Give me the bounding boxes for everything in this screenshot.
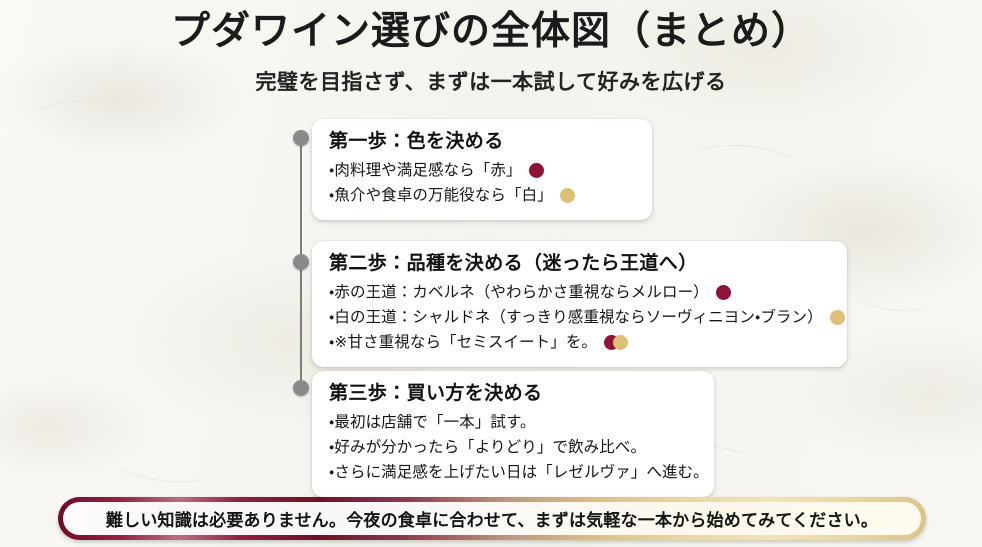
timeline-rail (292, 130, 310, 398)
step-2-bullet-2: ・白の王道：シャルドネ（すっきり感重視ならソーヴィニヨン・ブラン） (329, 305, 845, 330)
step-1-bullet-2: ・魚介や食卓の万能役なら「白」 (329, 183, 635, 208)
bullet-text: ・白の王道：シャルドネ（すっきり感重視ならソーヴィニヨン・ブラン） (329, 308, 823, 326)
white-wine-swatch-icon (559, 187, 575, 203)
step-3-heading: 第三歩：買い方を決める (329, 383, 543, 404)
step-3-bullet-1: ・最初は店舗で「一本」試す。 (329, 410, 697, 435)
timeline-dot-step-2 (293, 254, 309, 270)
red-wine-swatch-icon (528, 162, 544, 178)
red-wine-swatch-icon (715, 284, 731, 300)
step-3-bullet-list: ・最初は店舗で「一本」試す。・好みが分かったら「よりどり」で飲み比べ。・さらに満… (329, 410, 709, 485)
bullet-text: ・好みが分かったら「よりどり」で飲み比べ。 (329, 438, 647, 456)
wine-swatch-pair (604, 334, 629, 350)
step-card-3: 第三歩：買い方を決める ・最初は店舗で「一本」試す。・好みが分かったら「よりどり… (312, 371, 714, 497)
bullet-text: ・※甘さ重視なら「セミスイート」を。 (329, 333, 598, 351)
step-card-2: 第二歩：品種を決める（迷ったら王道へ） ・赤の王道：カベルネ（やわらかさ重視なら… (312, 241, 847, 367)
bottom-banner-inner: 難しい知識は必要ありません。今夜の食卓に合わせて、まずは気軽な一本から始めてみて… (63, 502, 921, 535)
timeline-dot-step-1 (293, 130, 309, 146)
timeline-dot-step-3 (293, 380, 309, 396)
bullet-text: ・さらに満足感を上げたい日は「レゼルヴァ」へ進む。 (329, 463, 709, 481)
step-2-heading: 第二歩：品種を決める（迷ったら王道へ） (329, 253, 698, 274)
bullet-text: ・肉料理や満足感なら「赤」 (329, 161, 522, 179)
bottom-banner: 難しい知識は必要ありません。今夜の食卓に合わせて、まずは気軽な一本から始めてみて… (58, 497, 926, 540)
bullet-text: ・赤の王道：カベルネ（やわらかさ重視ならメルロー） (329, 283, 709, 301)
white-wine-swatch-icon (613, 334, 629, 350)
bullet-text: ・魚介や食卓の万能役なら「白」 (329, 186, 553, 204)
step-2-bullet-list: ・赤の王道：カベルネ（やわらかさ重視ならメルロー） ・白の王道：シャルドネ（すっき… (329, 280, 845, 355)
step-card-1: 第一歩：色を決める ・肉料理や満足感なら「赤」・魚介や食卓の万能役なら「白」 (312, 119, 652, 220)
step-1-bullet-1: ・肉料理や満足感なら「赤」 (329, 158, 635, 183)
step-1-bullet-list: ・肉料理や満足感なら「赤」・魚介や食卓の万能役なら「白」 (329, 158, 635, 208)
step-3-bullet-3: ・さらに満足感を上げたい日は「レゼルヴァ」へ進む。 (329, 460, 709, 485)
white-wine-swatch-icon (829, 309, 845, 325)
page-title: プダワイン選びの全体図（まとめ） (170, 10, 811, 53)
step-1-heading: 第一歩：色を決める (329, 131, 504, 152)
step-2-bullet-1: ・赤の王道：カベルネ（やわらかさ重視ならメルロー） (329, 280, 830, 305)
page-subtitle: 完璧を目指さず、まずは一本試して好みを広げる (255, 70, 727, 94)
bullet-text: ・最初は店舗で「一本」試す。 (329, 413, 536, 431)
bottom-banner-text: 難しい知識は必要ありません。今夜の食卓に合わせて、まずは気軽な一本から始めてみて… (105, 511, 879, 530)
step-3-bullet-2: ・好みが分かったら「よりどり」で飲み比べ。 (329, 435, 697, 460)
header: プダワイン選びの全体図（まとめ） 完璧を目指さず、まずは一本試して好みを広げる (0, 8, 982, 96)
step-2-bullet-3: ・※甘さ重視なら「セミスイート」を。 (329, 330, 830, 355)
